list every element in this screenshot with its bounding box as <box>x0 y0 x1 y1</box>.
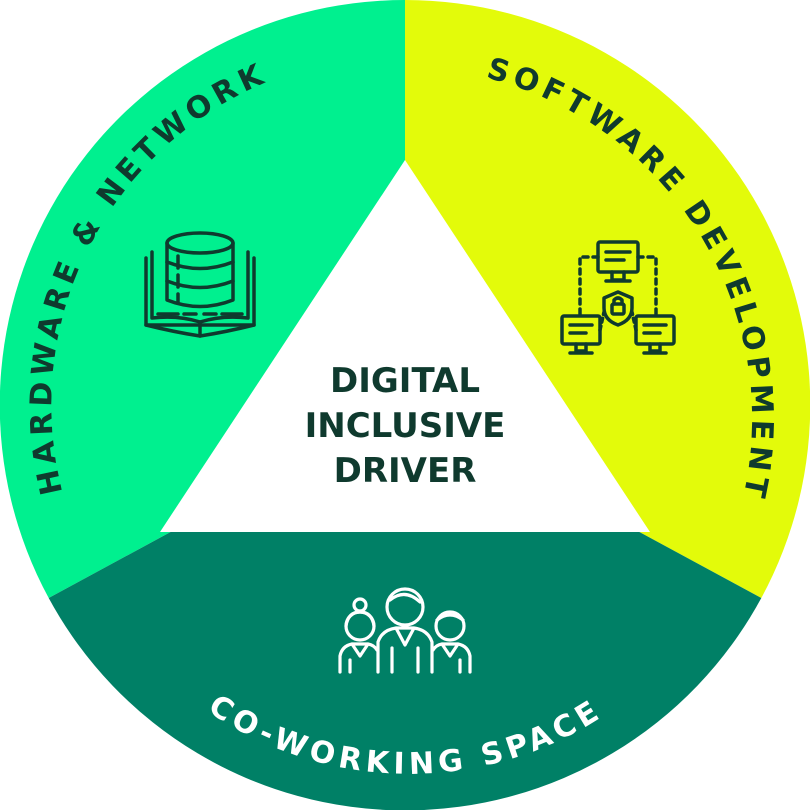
server-book-icon <box>144 231 256 338</box>
network-computers-shield-icon <box>560 240 676 355</box>
center-title-line-3: DRIVER <box>334 451 477 491</box>
center-title-line-1: DIGITAL <box>330 361 480 401</box>
center-triangle <box>160 160 650 532</box>
team-people-icon <box>338 587 472 674</box>
center-title-line-2: INCLUSIVE <box>305 406 506 446</box>
